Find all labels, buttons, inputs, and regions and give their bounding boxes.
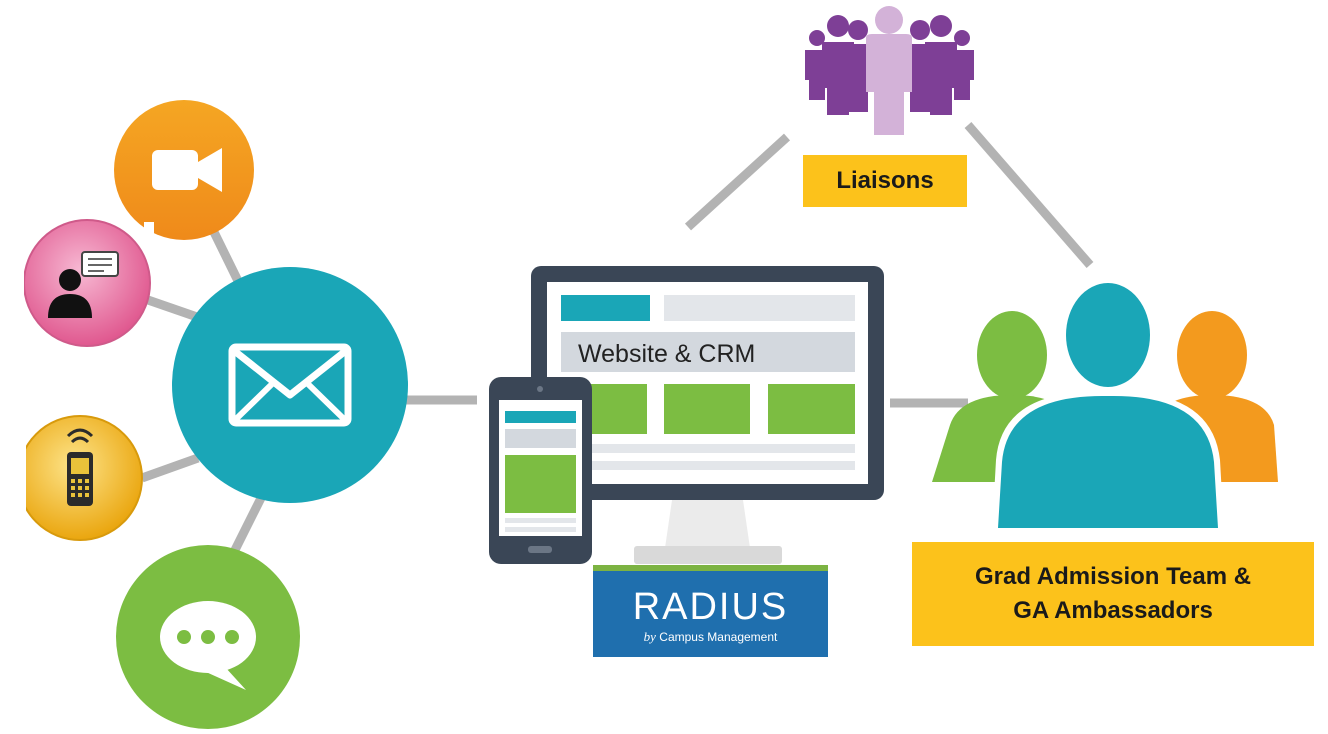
team-label-line1: Grad Admission Team &	[974, 563, 1252, 590]
connector-crowd-left	[684, 133, 791, 231]
connector-lines	[140, 122, 1094, 563]
radius-company: Campus Management	[659, 630, 778, 644]
grad-admission-team-label: Grad Admission Team & GA Ambassadors	[912, 542, 1314, 646]
video-camera-icon	[114, 100, 254, 240]
team-icon	[932, 278, 1278, 532]
crowd-leader-icon	[866, 6, 912, 135]
envelope-icon	[172, 267, 408, 503]
team-label-line2: GA Ambassadors	[1013, 597, 1213, 624]
radius-brand-name: RADIUS	[632, 586, 789, 628]
presenter-icon	[10, 219, 151, 350]
radius-by: by	[643, 629, 656, 644]
website-crm-label: Website & CRM	[578, 340, 756, 368]
connector-chat-email	[225, 487, 270, 563]
monitor-illustration	[531, 266, 884, 564]
crowd-icon	[805, 15, 974, 115]
radius-logo: RADIUS by Campus Management	[593, 565, 828, 657]
chat-bubble-icon	[116, 545, 300, 729]
smartphone-illustration	[489, 377, 592, 564]
radius-brand-tagline: by Campus Management	[593, 629, 828, 645]
connector-phone-email	[140, 453, 200, 483]
connector-video-email	[208, 228, 245, 287]
connector-presenter-email	[146, 295, 202, 323]
mobile-phone-icon	[10, 415, 143, 541]
liaisons-label: Liaisons	[803, 155, 967, 207]
connector-crowd-right	[964, 122, 1094, 268]
